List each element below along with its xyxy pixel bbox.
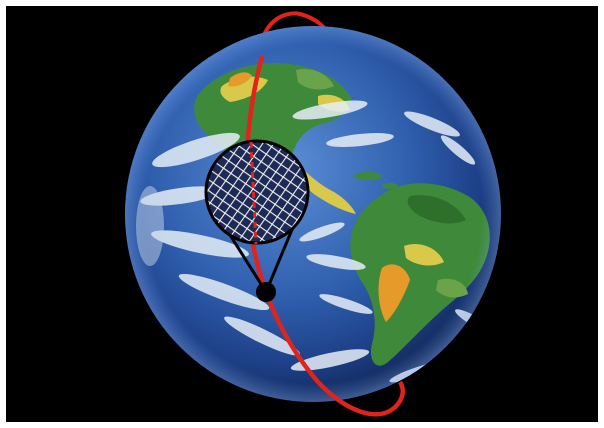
satellite-icon: [256, 282, 276, 302]
satellite-footprint: [204, 139, 310, 296]
earth-globe: [125, 26, 501, 402]
